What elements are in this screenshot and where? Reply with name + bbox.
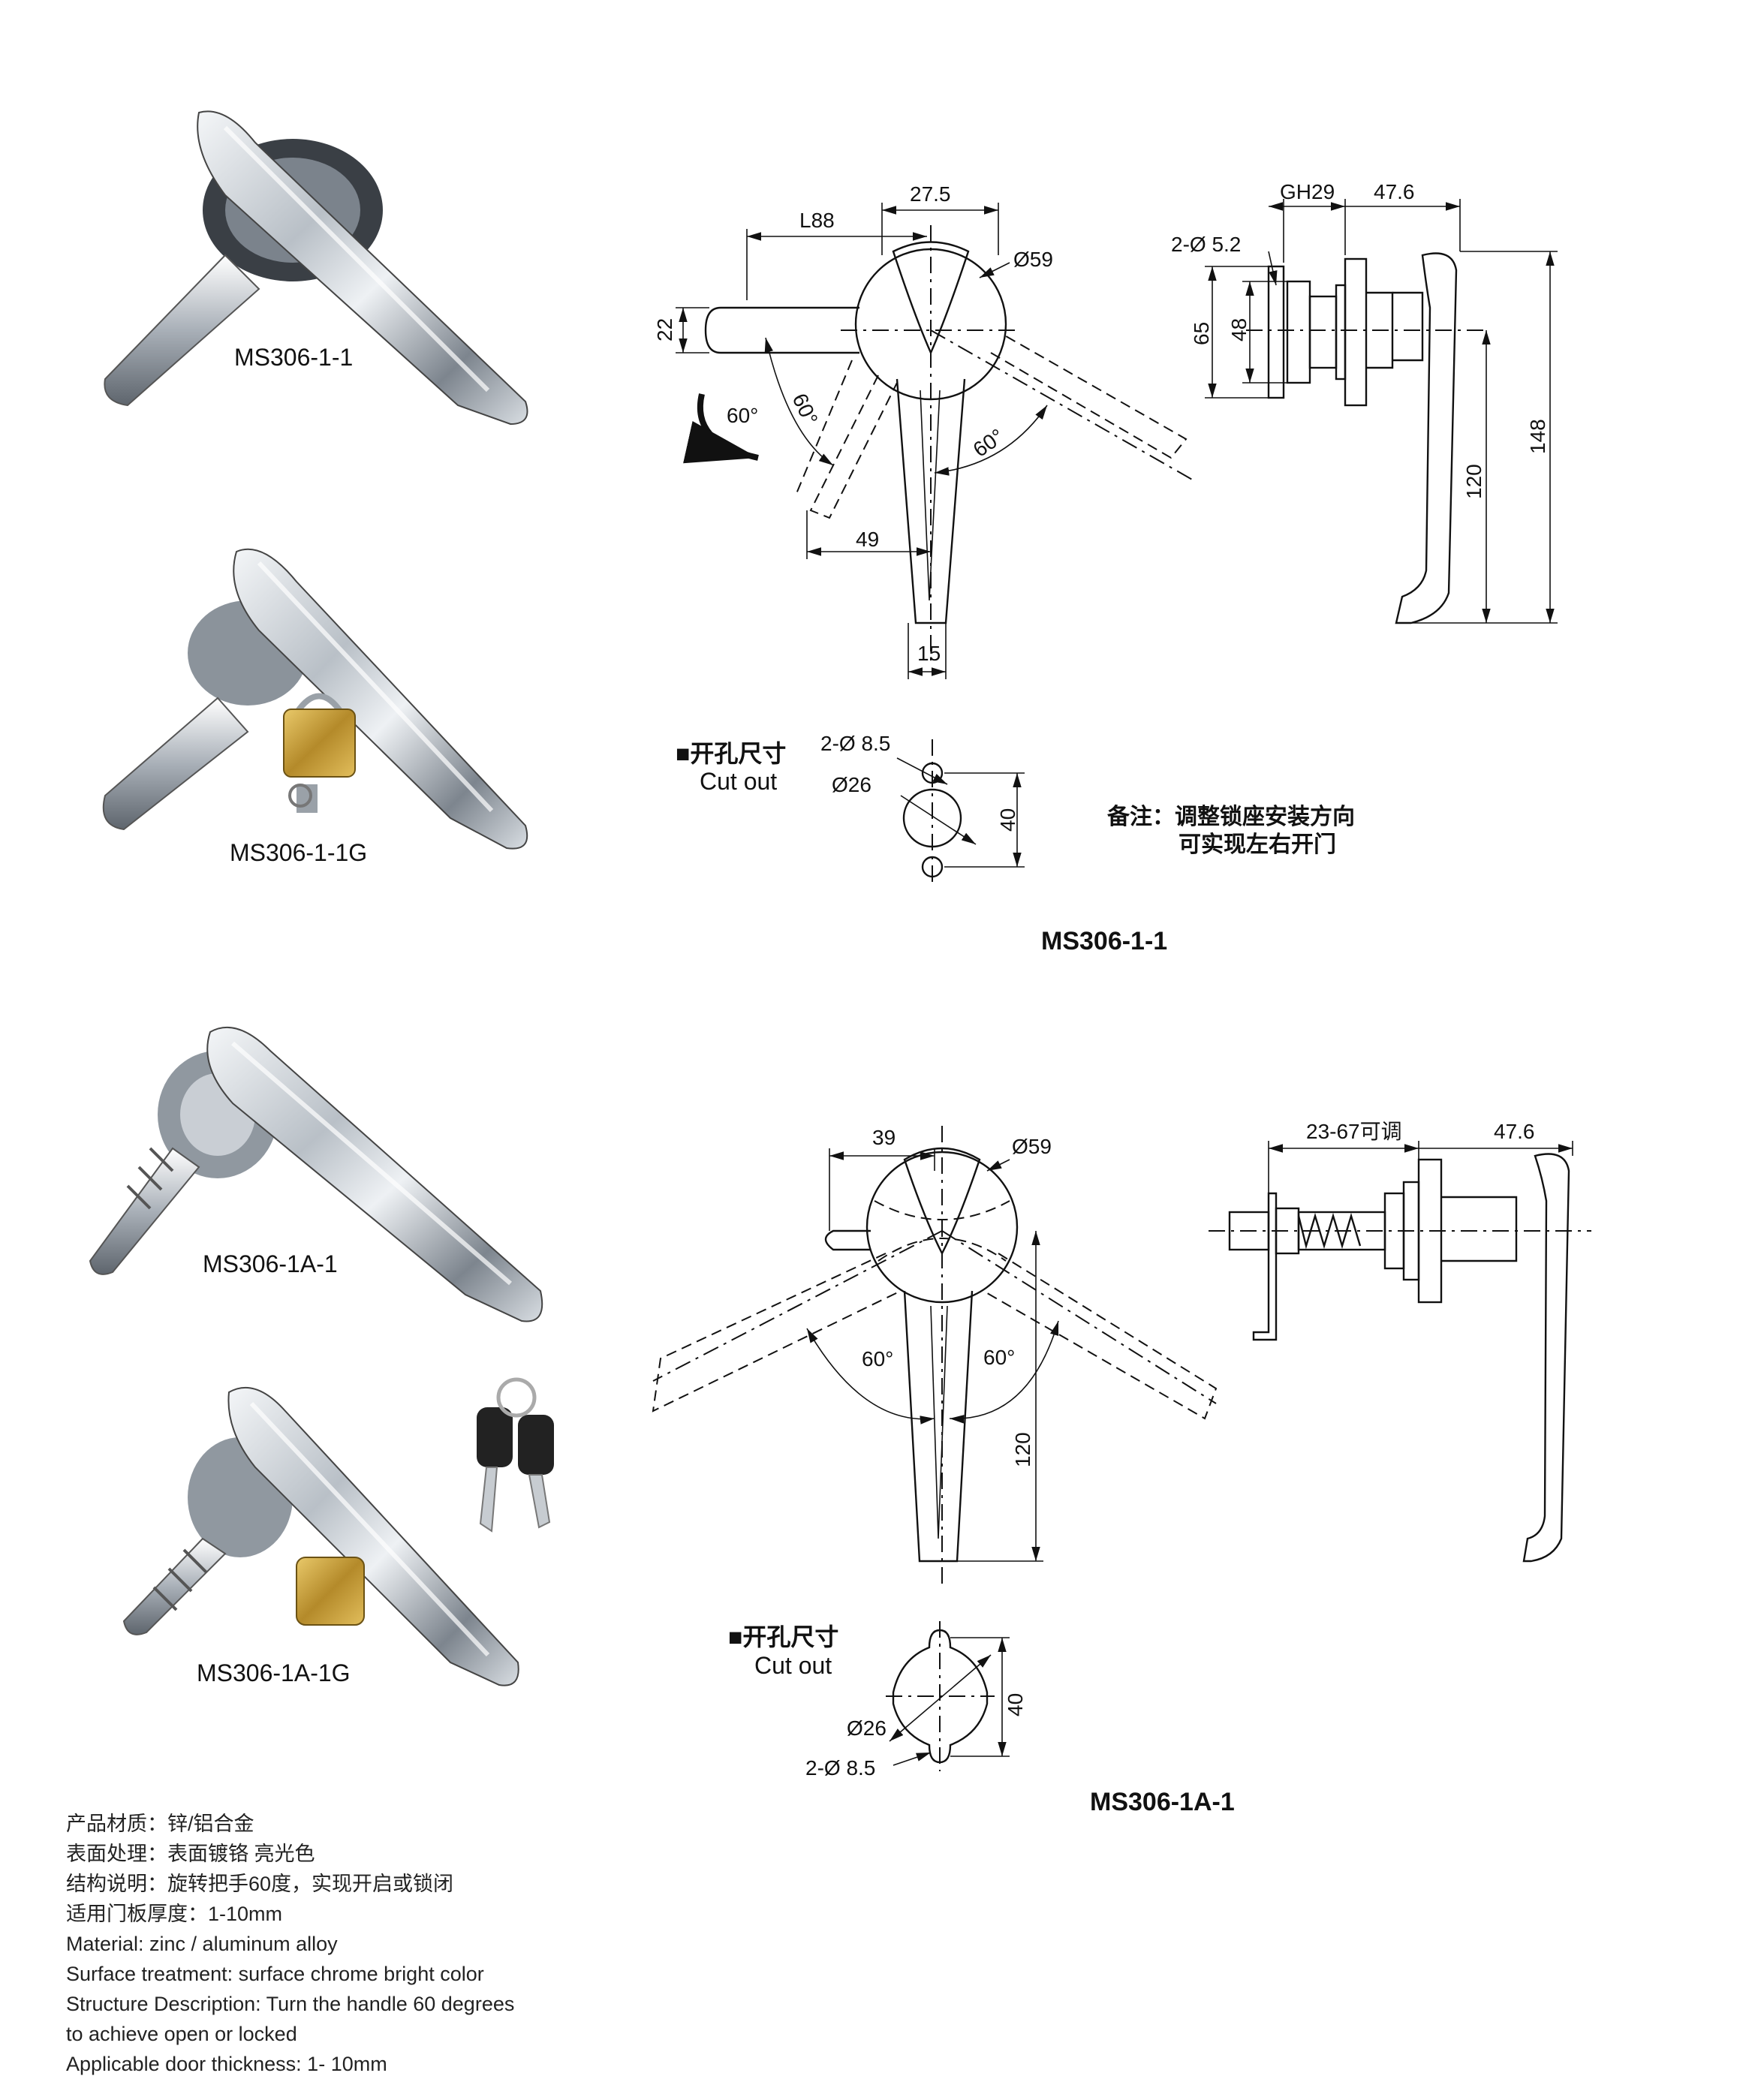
dim2-d59: Ø59 xyxy=(1012,1135,1052,1158)
cutout2-holes: 2-Ø 8.5 xyxy=(805,1756,875,1780)
note-line-2: 可实现左右开门 xyxy=(1179,832,1336,857)
drawing1-front-view xyxy=(676,203,1194,679)
dim2-adjustable: 23-67可调 xyxy=(1306,1120,1402,1143)
product-label-4: MS306-1A-1G xyxy=(197,1659,351,1686)
cutout1-title-en: Cut out xyxy=(700,768,777,795)
specifications: 产品材质：锌/铝合金 表面处理：表面镀铬 亮光色 结构说明：旋转把手60度，实现… xyxy=(66,1809,742,2079)
dim-60-arrow: 60° xyxy=(727,404,758,427)
dim-27-5: 27.5 xyxy=(910,182,951,206)
spec-structure-en-2: to achieve open or locked xyxy=(66,2023,297,2045)
dim-49: 49 xyxy=(856,528,879,551)
dim2-60-right: 60° xyxy=(983,1346,1015,1369)
product-label-2: MS306-1-1G xyxy=(230,839,367,866)
cutout2-dia: Ø26 xyxy=(847,1716,887,1740)
cutout1-title-cn: ■开孔尺寸 xyxy=(676,740,786,767)
photo-ms306-1a-1 xyxy=(89,1026,543,1322)
spec-material-cn: 产品材质：锌/铝合金 xyxy=(66,1813,254,1835)
dim-48: 48 xyxy=(1227,318,1251,341)
dim-148: 148 xyxy=(1526,419,1549,454)
drawing1-cutout xyxy=(896,739,1025,882)
spec-surface-en: Surface treatment: surface chrome bright… xyxy=(66,1963,484,1985)
drawing2-cutout xyxy=(886,1621,1010,1771)
dim-gh29: GH29 xyxy=(1280,180,1335,203)
cutout1-h40: 40 xyxy=(996,808,1019,832)
dim2-47-6: 47.6 xyxy=(1494,1120,1535,1143)
dim-l88: L88 xyxy=(799,209,835,232)
cutout1-holes: 2-Ø 8.5 xyxy=(820,732,890,755)
spec-thickness-en: Applicable door thickness: 1- 10mm xyxy=(66,2053,387,2075)
cutout2-h40: 40 xyxy=(1004,1693,1027,1716)
dim2-120: 120 xyxy=(1011,1432,1034,1467)
spec-structure-cn: 结构说明：旋转把手60度，实现开启或锁闭 xyxy=(66,1873,454,1895)
spec-material-en: Material: zinc / aluminum alloy xyxy=(66,1933,338,1955)
photo-ms306-1-1 xyxy=(104,110,528,426)
dim-15: 15 xyxy=(917,642,941,665)
cutout1-dia: Ø26 xyxy=(832,773,871,796)
product-label-3: MS306-1A-1 xyxy=(203,1250,338,1277)
drawing1-title: MS306-1-1 xyxy=(1041,927,1167,955)
cutout2-title-cn: ■开孔尺寸 xyxy=(728,1623,838,1650)
dim-60-left: 60° xyxy=(788,390,823,428)
drawing2-front-view xyxy=(652,1126,1218,1584)
spec-surface-cn: 表面处理：表面镀铬 亮光色 xyxy=(66,1843,315,1865)
dim2-39: 39 xyxy=(872,1126,896,1149)
dim-120: 120 xyxy=(1462,464,1486,499)
photo-ms306-1-1g xyxy=(102,548,528,850)
dim-65: 65 xyxy=(1190,322,1213,345)
spec-thickness-cn: 适用门板厚度：1-10mm xyxy=(66,1903,283,1925)
dim-d59: Ø59 xyxy=(1013,248,1053,271)
keys-icon xyxy=(477,1377,554,1533)
product-label-1: MS306-1-1 xyxy=(234,344,353,371)
cutout2-title-en: Cut out xyxy=(754,1652,832,1679)
spec-structure-en: Structure Description: Turn the handle 6… xyxy=(66,1993,515,2015)
dim-60-right: 60° xyxy=(969,424,1008,462)
dim2-60-left: 60° xyxy=(862,1347,893,1370)
drawing2-side-view xyxy=(1209,1141,1591,1563)
photo-ms306-1a-1g xyxy=(122,1386,519,1686)
note-line-1: 备注：调整锁座安装方向 xyxy=(1107,804,1355,829)
dim-47-6: 47.6 xyxy=(1374,180,1415,203)
dim-holes-5-2: 2-Ø 5.2 xyxy=(1171,233,1241,256)
drawing1-side-view xyxy=(1205,199,1558,624)
dim-22: 22 xyxy=(653,318,676,341)
drawing2-title: MS306-1A-1 xyxy=(1090,1788,1235,1816)
